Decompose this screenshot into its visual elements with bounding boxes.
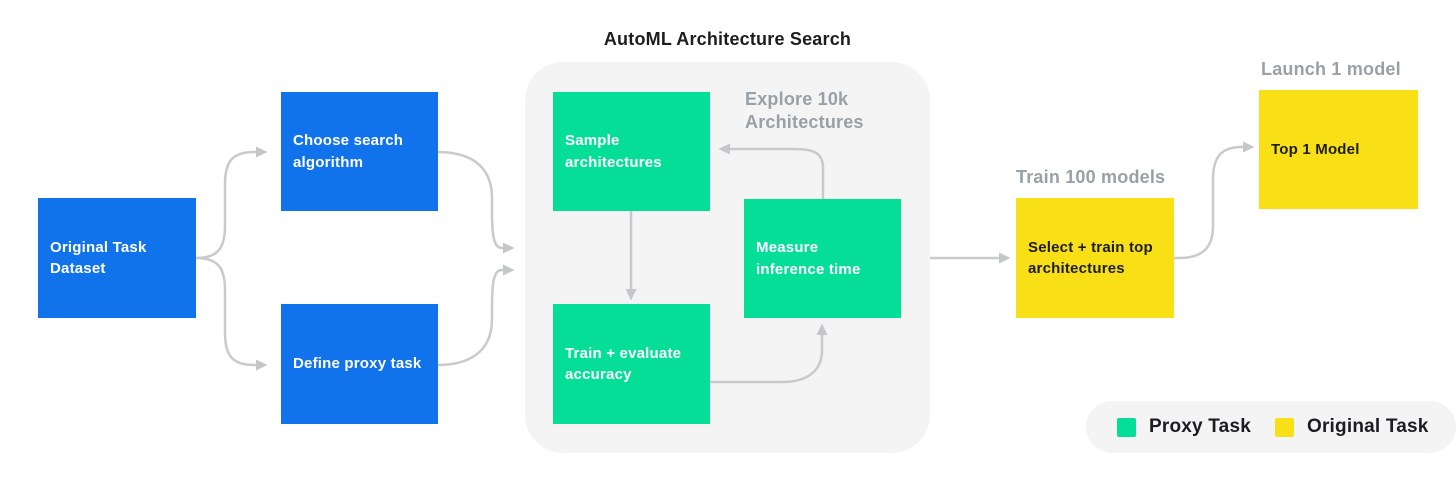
node-label: Train + evaluate accuracy <box>565 344 682 384</box>
legend-item-proxy-task: Proxy Task <box>1117 416 1251 438</box>
explore-architectures-label: Explore 10k Architectures <box>745 89 864 132</box>
node-label: Original Task Dataset <box>50 238 147 278</box>
node-label: Select + train top architectures <box>1028 238 1153 278</box>
node-define-proxy-task: Define proxy task <box>281 304 438 424</box>
node-original-task-dataset: Original Task Dataset <box>38 198 196 318</box>
legend-label: Proxy Task <box>1149 416 1251 437</box>
node-measure-inference-time: Measure inference time <box>744 199 901 318</box>
original-task-swatch-icon <box>1274 417 1294 437</box>
node-label: Define proxy task <box>293 355 422 373</box>
node-sample-architectures: Sample architectures <box>553 92 710 211</box>
node-label: Top 1 Model <box>1271 140 1360 158</box>
legend-label: Original Task <box>1306 416 1429 437</box>
launch-1-model-label: Launch 1 model <box>1261 59 1401 79</box>
node-label: Choose search algorithm <box>293 132 404 171</box>
proxy-task-swatch-icon <box>1117 417 1136 437</box>
node-label: Sample architectures <box>565 132 662 171</box>
node-train-evaluate-accuracy: Train + evaluate accuracy <box>553 304 710 424</box>
diagram-title: AutoML Architecture Search <box>603 29 852 49</box>
node-top-1-model: Top 1 Model <box>1259 90 1418 209</box>
legend: Proxy Task Original Task <box>1086 401 1456 453</box>
node-label: Measure inference time <box>756 239 861 278</box>
train-100-models-label: Train 100 models <box>1016 167 1166 187</box>
node-choose-search-algorithm: Choose search algorithm <box>281 92 438 211</box>
node-select-train-top-architectures: Select + train top architectures <box>1016 198 1174 318</box>
legend-item-original-task: Original Task <box>1274 416 1429 438</box>
